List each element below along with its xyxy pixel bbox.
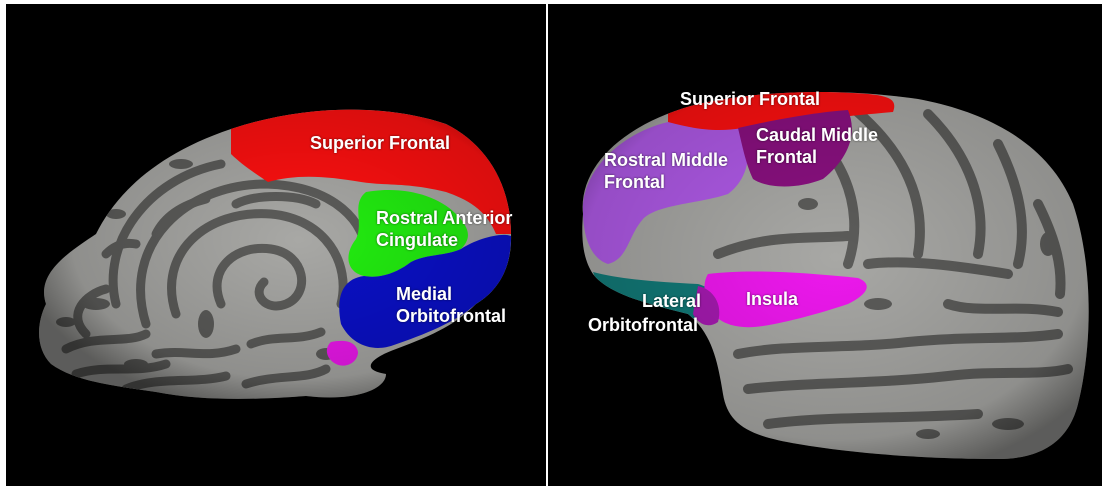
medial-brain-panel: Superior Frontal Rostral Anterior Cingul… (6, 4, 546, 486)
label-rostral-anterior-line2: Cingulate (376, 229, 458, 251)
label-rostral-middle-line1: Rostral Middle (604, 149, 728, 171)
label-rostral-middle-line2: Frontal (604, 171, 665, 193)
label-superior-frontal-medial: Superior Frontal (310, 132, 450, 154)
label-superior-frontal-lateral: Superior Frontal (680, 88, 820, 110)
label-lateral-orbitofrontal-line2: Orbitofrontal (588, 314, 698, 336)
label-medial-orbitofrontal-line1: Medial (396, 283, 452, 305)
label-lateral-orbitofrontal-line1: Lateral (642, 290, 701, 312)
label-rostral-anterior-line1: Rostral Anterior (376, 207, 512, 229)
medial-brain-surface (6, 4, 546, 486)
label-insula: Insula (746, 288, 798, 310)
label-caudal-middle-line1: Caudal Middle (756, 124, 878, 146)
lateral-brain-surface (548, 4, 1102, 486)
label-medial-orbitofrontal-line2: Orbitofrontal (396, 305, 506, 327)
lateral-brain-panel: Superior Frontal Caudal Middle Frontal R… (548, 4, 1102, 486)
label-caudal-middle-line2: Frontal (756, 146, 817, 168)
